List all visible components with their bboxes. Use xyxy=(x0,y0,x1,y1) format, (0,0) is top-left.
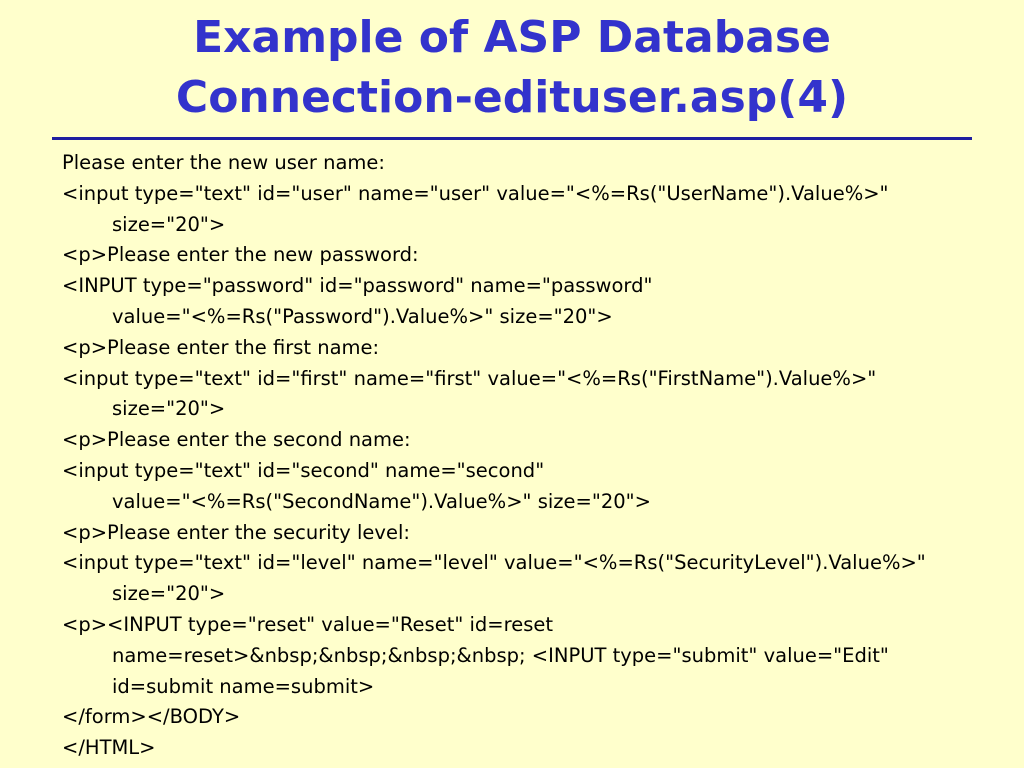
code-line: <input type="text" id="user" name="user"… xyxy=(62,181,889,205)
code-line: Please enter the new user name: xyxy=(62,151,385,174)
code-line: <p>Please enter the security level: xyxy=(62,520,410,544)
code-line: <input type="text" id="second" name="sec… xyxy=(62,458,545,482)
code-line: size="20"> xyxy=(112,212,226,236)
code-line: <input type="text" id="first" name="firs… xyxy=(62,366,877,390)
code-line: size="20"> xyxy=(112,582,226,606)
code-line: size="20"> xyxy=(112,397,226,421)
code-line: <p>Please enter the new password: xyxy=(62,243,419,267)
code-listing: Please enter the new user name: <input ty… xyxy=(62,148,1012,764)
code-line: <p>Please enter the first name: xyxy=(62,335,380,359)
title-underline xyxy=(52,137,972,140)
code-line: </form></BODY> xyxy=(62,705,241,729)
code-line: <p><INPUT type="reset" value="Reset" id=… xyxy=(62,612,554,636)
code-line: <input type="text" id="level" name="leve… xyxy=(62,551,926,575)
code-line: </HTML> xyxy=(62,736,156,760)
title-line-2: Connection-edituser.asp(4) xyxy=(175,72,849,123)
title-line-1: Example of ASP Database xyxy=(193,12,831,63)
code-line: value="<%=Rs("SecondName").Value%>" size… xyxy=(112,489,651,513)
slide-title: Example of ASP Database Connection-editu… xyxy=(60,8,964,128)
code-line: value="<%=Rs("Password").Value%>" size="… xyxy=(112,304,613,328)
code-line: name=reset>&nbsp;&nbsp;&nbsp;&nbsp; <INP… xyxy=(112,643,889,667)
code-line: id=submit name=submit> xyxy=(112,674,375,698)
code-line: <INPUT type="password" id="password" nam… xyxy=(62,274,653,298)
code-line: <p>Please enter the second name: xyxy=(62,428,411,452)
